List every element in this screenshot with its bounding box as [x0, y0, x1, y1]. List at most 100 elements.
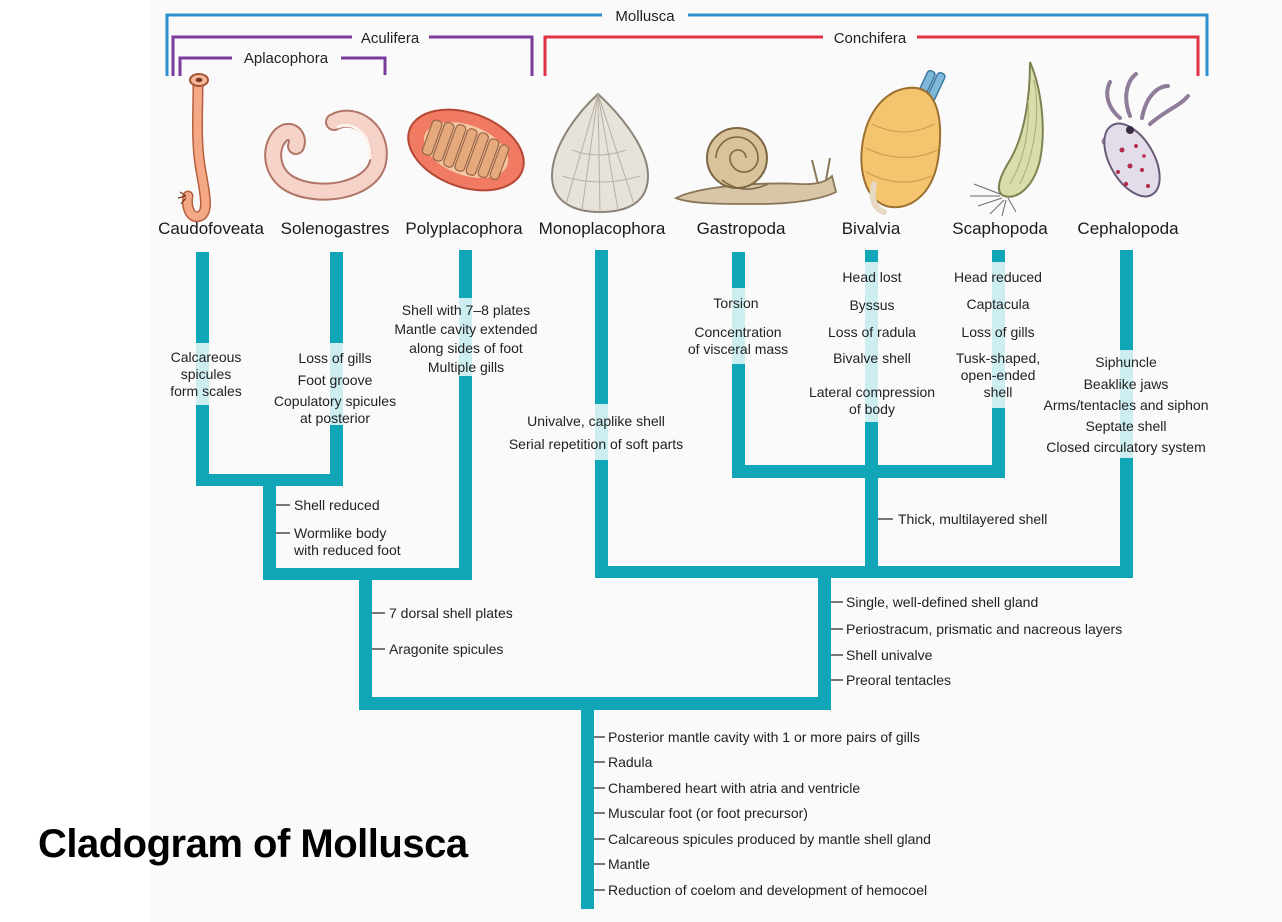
- node-trait-text: Periostracum, prismatic and nacreous lay…: [846, 621, 1122, 637]
- trait-text: form scales: [170, 383, 242, 399]
- taxon-name-polyplacophora: Polyplacophora: [405, 219, 523, 238]
- terminal-traits: Calcareous spicules form scales Loss of …: [170, 269, 1208, 455]
- aplacophora-bracket: Aplacophora: [178, 50, 387, 76]
- squid-icon: [1101, 72, 1190, 198]
- node-trait-text: Mantle: [608, 856, 650, 872]
- trait-text: Torsion: [713, 295, 758, 311]
- traits-solenogastres: Loss of gills Foot groove Copulatory spi…: [274, 350, 396, 426]
- aplacophora-label: Aplacophora: [244, 50, 329, 67]
- trait-text: Loss of radula: [828, 324, 916, 340]
- trait-text: Siphuncle: [1095, 354, 1157, 370]
- stem-gastro-bival-scapho: [865, 465, 878, 578]
- trait-text: of visceral mass: [688, 341, 788, 357]
- trait-text: Concentration: [694, 324, 781, 340]
- conchifera-label: Conchifera: [834, 30, 907, 47]
- limpet-shell-icon: [550, 92, 650, 214]
- join-conchifera: [595, 566, 1133, 578]
- trait-text: Shell with 7–8 plates: [402, 302, 530, 318]
- node-trait-text: Chambered heart with atria and ventricle: [608, 780, 860, 796]
- mollusca-bracket: Mollusca: [165, 8, 1209, 76]
- node-trait-text: Radula: [608, 754, 653, 770]
- traits-bivalvia: Head lost Byssus Loss of radula Bivalve …: [809, 269, 935, 417]
- join-root: [359, 697, 831, 710]
- stem-aplacophora: [263, 474, 276, 580]
- taxon-name-gastropoda: Gastropoda: [697, 219, 786, 238]
- node-trait-text: Calcareous spicules produced by mantle s…: [608, 831, 931, 847]
- trait-text: Loss of gills: [961, 324, 1034, 340]
- trait-text: Calcareous: [171, 349, 242, 365]
- trait-text: open-ended: [961, 367, 1036, 383]
- node-ticks: [276, 504, 893, 891]
- trait-text: shell: [984, 384, 1013, 400]
- trait-text: Captacula: [966, 296, 1029, 312]
- node-trait-text: Wormlike body: [294, 525, 386, 541]
- node-trait-text: Thick, multilayered shell: [898, 511, 1047, 527]
- trait-text: Univalve, caplike shell: [527, 413, 665, 429]
- taxon-name-cephalopoda: Cephalopoda: [1077, 219, 1179, 238]
- node-trait-text: Single, well-defined shell gland: [846, 594, 1038, 610]
- figure-title: Cladogram of Mollusca: [38, 822, 468, 866]
- traits-polyplacophora: Shell with 7–8 plates Mantle cavity exte…: [394, 302, 537, 375]
- trait-text: Multiple gills: [428, 359, 504, 375]
- clam-icon: [860, 69, 946, 215]
- node-traits-conchifera: Single, well-defined shell gland Periost…: [846, 594, 1122, 688]
- taxon-name-row: Caudofoveata Solenogastres Polyplacophor…: [158, 219, 1179, 238]
- trait-text: Arms/tentacles and siphon: [1044, 397, 1209, 413]
- traits-gastropoda: Torsion Concentration of visceral mass: [688, 295, 788, 357]
- node-trait-text: Reduction of coelom and development of h…: [608, 882, 927, 898]
- stem-conchifera: [818, 566, 831, 710]
- root-stem: [581, 697, 594, 909]
- node-traits-aplacophora: Shell reduced Wormlike body with reduced…: [293, 497, 401, 558]
- trait-text: at posterior: [300, 410, 370, 426]
- node-trait-text: with reduced foot: [293, 542, 401, 558]
- snail-icon: [673, 127, 838, 205]
- trait-text: Lateral compression: [809, 384, 935, 400]
- node-traits-aculifera: 7 dorsal shell plates Aragonite spicules: [389, 605, 513, 657]
- node-trait-text: Muscular foot (or foot precursor): [608, 805, 808, 821]
- trait-text: Mantle cavity extended: [394, 321, 537, 337]
- taxon-name-bivalvia: Bivalvia: [842, 219, 901, 238]
- node-trait-text: Shell univalve: [846, 647, 933, 663]
- taxon-name-caudofoveata: Caudofoveata: [158, 219, 264, 238]
- taxon-name-scaphopoda: Scaphopoda: [952, 219, 1048, 238]
- worm-mollusc-icon: [177, 73, 211, 223]
- taxon-name-monoplacophora: Monoplacophora: [539, 219, 666, 238]
- branch-gastropoda: [732, 252, 745, 478]
- node-traits-root: Posterior mantle cavity with 1 or more p…: [608, 729, 931, 898]
- traits-monoplacophora: Univalve, caplike shell Serial repetitio…: [509, 413, 683, 452]
- trait-text: Head lost: [842, 269, 901, 285]
- trait-text: Head reduced: [954, 269, 1042, 285]
- node-traits-shell-clade: Thick, multilayered shell: [898, 511, 1047, 527]
- trait-text: along sides of foot: [409, 340, 523, 356]
- trait-text: Septate shell: [1086, 418, 1167, 434]
- trait-text: Beaklike jaws: [1084, 376, 1169, 392]
- traits-caudofoveata: Calcareous spicules form scales: [170, 349, 242, 399]
- trait-text: Loss of gills: [298, 350, 371, 366]
- aculifera-label: Aculifera: [361, 30, 420, 47]
- stem-aculifera: [359, 568, 372, 710]
- curled-worm-mollusc-icon: [264, 109, 388, 201]
- node-trait-text: Posterior mantle cavity with 1 or more p…: [608, 729, 920, 745]
- chiton-icon: [407, 108, 525, 192]
- trait-text: Closed circulatory system: [1046, 439, 1206, 455]
- trait-highlights: [196, 262, 1133, 460]
- node-trait-text: 7 dorsal shell plates: [389, 605, 513, 621]
- tusk-shell-icon: [970, 61, 1044, 217]
- trait-text: Foot groove: [298, 372, 373, 388]
- trait-text: of body: [849, 401, 895, 417]
- traits-scaphopoda: Head reduced Captacula Loss of gills Tus…: [954, 269, 1042, 400]
- traits-cephalopoda: Siphuncle Beaklike jaws Arms/tentacles a…: [1044, 354, 1209, 455]
- trait-text: Serial repetition of soft parts: [509, 436, 683, 452]
- trait-text: Byssus: [849, 297, 894, 313]
- node-traits: Shell reduced Wormlike body with reduced…: [293, 497, 1122, 898]
- taxon-name-solenogastres: Solenogastres: [281, 219, 390, 238]
- trait-text: spicules: [181, 366, 232, 382]
- node-trait-text: Aragonite spicules: [389, 641, 503, 657]
- mollusca-label: Mollusca: [615, 8, 675, 25]
- node-trait-text: Shell reduced: [294, 497, 380, 513]
- trait-text: Copulatory spicules: [274, 393, 396, 409]
- trait-text: Tusk-shaped,: [956, 350, 1040, 366]
- aculifera-bracket: Aculifera: [171, 30, 534, 76]
